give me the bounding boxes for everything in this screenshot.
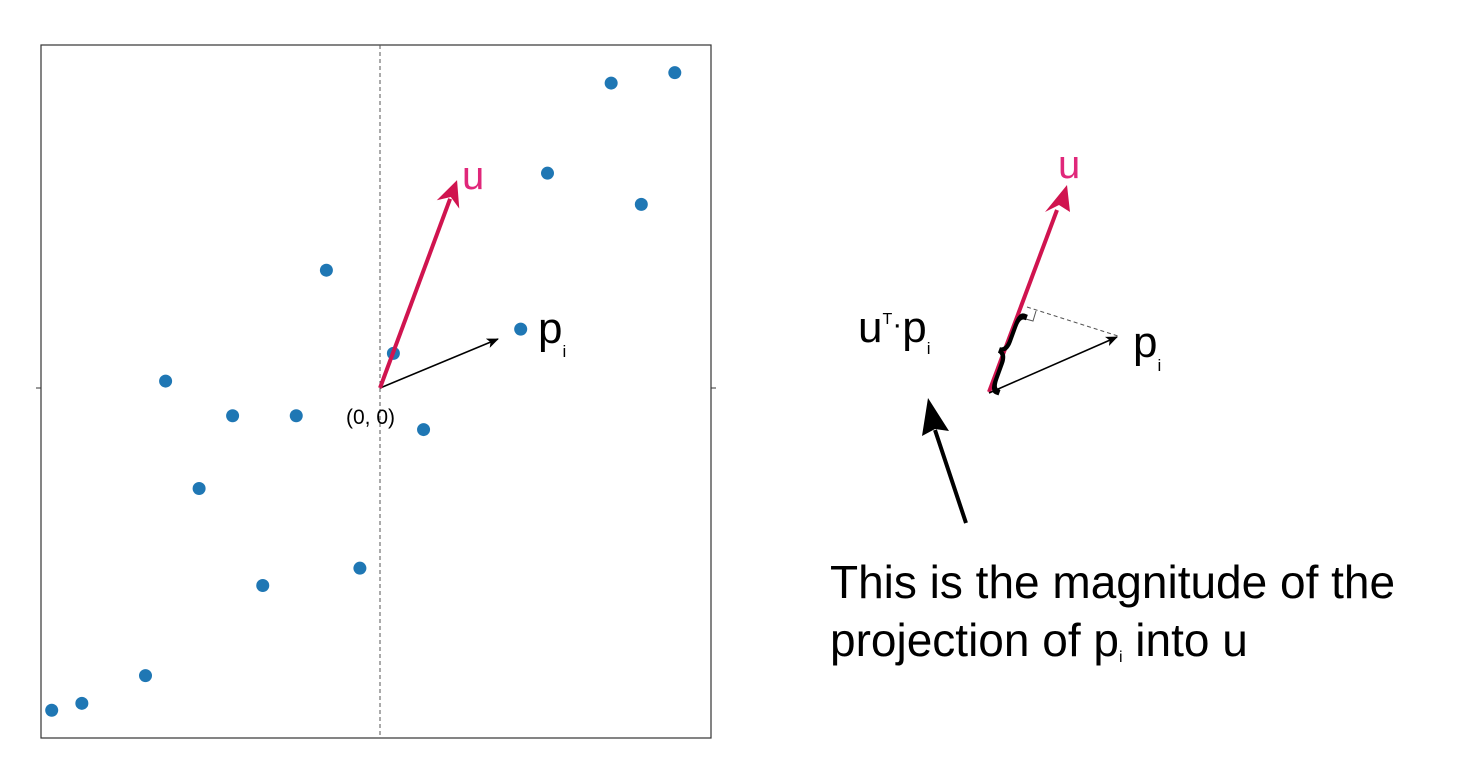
detail-p-label-sub: i — [1157, 356, 1161, 375]
data-point — [139, 669, 152, 683]
pointer-arrowhead — [922, 398, 949, 436]
projection-dashed-line — [1026, 306, 1119, 337]
p-label-sub: i — [562, 342, 566, 361]
note-line-2-b: into u — [1122, 614, 1248, 666]
data-point — [514, 322, 528, 336]
p-vector — [379, 338, 499, 389]
data-point — [75, 696, 89, 710]
data-point — [289, 409, 303, 423]
data-point — [634, 197, 648, 211]
formula-u: u — [858, 303, 882, 352]
note-line-1: This is the magnitude of the — [830, 556, 1396, 608]
u-label: u — [462, 154, 484, 198]
u-vector — [378, 198, 452, 389]
data-point — [159, 374, 173, 388]
data-point — [192, 481, 206, 495]
data-point — [45, 703, 59, 717]
formula-p: p — [902, 303, 926, 352]
data-point — [256, 579, 270, 593]
projection-detail: u pi { uT·pi — [858, 143, 1161, 524]
p-label-main: p — [538, 304, 562, 353]
data-points — [45, 66, 682, 717]
data-point — [353, 561, 367, 575]
note-line-2-a: projection of p — [830, 614, 1119, 666]
scatter-panel: (0, 0) u pi — [36, 44, 716, 739]
data-point — [604, 76, 618, 90]
data-point — [319, 263, 333, 277]
formula-transpose: T — [882, 311, 892, 328]
detail-u-label: u — [1058, 143, 1080, 187]
right-angle-marker — [1021, 310, 1037, 322]
data-point — [541, 166, 554, 180]
projection-brace: { — [983, 294, 1034, 396]
explanation-note: This is the magnitude of the projection … — [830, 553, 1460, 687]
note-line-2: projection of pi into u — [830, 611, 1460, 687]
projection-formula: uT·pi — [858, 303, 931, 358]
origin-label: (0, 0) — [346, 406, 395, 429]
pointer-arrow — [933, 429, 968, 524]
u-arrowhead — [436, 180, 460, 209]
plot-frame — [40, 44, 712, 739]
data-point — [226, 409, 240, 423]
p-label: pi — [538, 304, 566, 361]
detail-p-label-main: p — [1133, 318, 1157, 367]
detail-u-vector — [987, 209, 1059, 393]
data-point — [417, 423, 431, 437]
data-point — [668, 66, 682, 80]
detail-p-vector — [988, 336, 1118, 394]
formula-dot: · — [892, 308, 902, 341]
detail-u-arrowhead — [1045, 185, 1070, 212]
note-line-2-sub: i — [1118, 649, 1123, 666]
formula-sub: i — [927, 339, 931, 358]
detail-p-label: pi — [1133, 318, 1161, 375]
